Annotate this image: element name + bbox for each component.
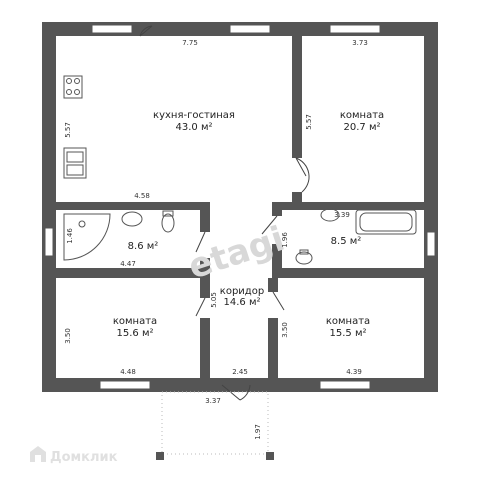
windows <box>44 24 436 390</box>
room-area-bath-e: 8.5 м² <box>331 236 362 247</box>
domclick-logo-icon <box>30 446 46 462</box>
dim-label: 3.50 <box>281 322 289 338</box>
bathtub-icon <box>355 209 417 235</box>
washbasin-icon <box>320 208 340 222</box>
porch-posts <box>156 452 274 460</box>
dim-label: 1.96 <box>281 232 289 248</box>
dim-label: 4.48 <box>120 368 136 376</box>
footer-brand: Домклик <box>30 446 118 465</box>
dim-label: 4.58 <box>134 192 150 200</box>
shower-icon <box>63 213 111 261</box>
room-area-se: 15.5 м² <box>330 328 367 339</box>
door-room-se <box>272 291 285 311</box>
room-name-corridor: коридор <box>220 286 264 297</box>
dim-label: 4.47 <box>120 260 136 268</box>
window-top-right <box>329 24 381 34</box>
dim-label: 1.46 <box>66 228 74 244</box>
dim-label: 3.39 <box>334 211 350 219</box>
door-room-sw <box>195 297 206 317</box>
washbasin-icon <box>121 211 143 227</box>
room-area-bath-w: 8.6 м² <box>128 241 159 252</box>
toilet-icon <box>295 251 313 265</box>
window-bottom-right <box>319 380 371 390</box>
interior-walls <box>56 36 424 378</box>
stove-icon <box>63 75 83 99</box>
room-name-ne: комната <box>340 110 384 121</box>
dim-label: 5.57 <box>305 114 313 130</box>
window-top-left <box>91 24 133 34</box>
burner-icon <box>74 78 80 84</box>
entrance-door-top <box>139 25 153 37</box>
room-area-ne: 20.7 м² <box>344 122 381 133</box>
dim-label: 3.37 <box>205 397 221 405</box>
door-bath-e <box>261 215 278 235</box>
dim-label: 5.57 <box>64 122 72 138</box>
footer-brand-text: Домклик <box>50 450 118 465</box>
fixtures <box>63 75 417 265</box>
door-ne-room <box>295 157 310 193</box>
toilet-icon <box>161 213 175 233</box>
door-bath-w <box>195 231 206 253</box>
dim-label: 1.97 <box>254 424 262 440</box>
dim-label: 2.45 <box>232 368 248 376</box>
window-left <box>44 227 54 257</box>
window-right <box>426 231 436 257</box>
burner-icon <box>74 89 80 95</box>
dim-label: 7.75 <box>182 39 198 47</box>
dim-label: 5.05 <box>210 292 218 308</box>
dim-label: 3.50 <box>64 328 72 344</box>
window-bottom-left <box>99 380 151 390</box>
kitchen-sink-icon <box>63 147 87 179</box>
room-area-corridor: 14.6 м² <box>224 297 261 308</box>
room-labels: кухня-гостиная 43.0 м² комната 20.7 м² 8… <box>113 110 384 339</box>
room-name-se: комната <box>326 316 370 327</box>
burner-icon <box>66 78 72 84</box>
window-top-mid <box>229 24 271 34</box>
dimension-labels: 7.75 3.73 5.57 5.57 4.58 1.46 4.47 1.96 … <box>64 39 368 440</box>
porch <box>161 391 269 455</box>
room-area-sw: 15.6 м² <box>117 328 154 339</box>
shower-drain-icon <box>78 220 86 228</box>
burner-icon <box>66 89 72 95</box>
room-name-living: кухня-гостиная <box>153 110 235 121</box>
room-area-living: 43.0 м² <box>176 122 213 133</box>
room-name-sw: комната <box>113 316 157 327</box>
dim-label: 3.73 <box>352 39 368 47</box>
dim-label: 4.39 <box>346 368 362 376</box>
doors <box>139 25 310 401</box>
